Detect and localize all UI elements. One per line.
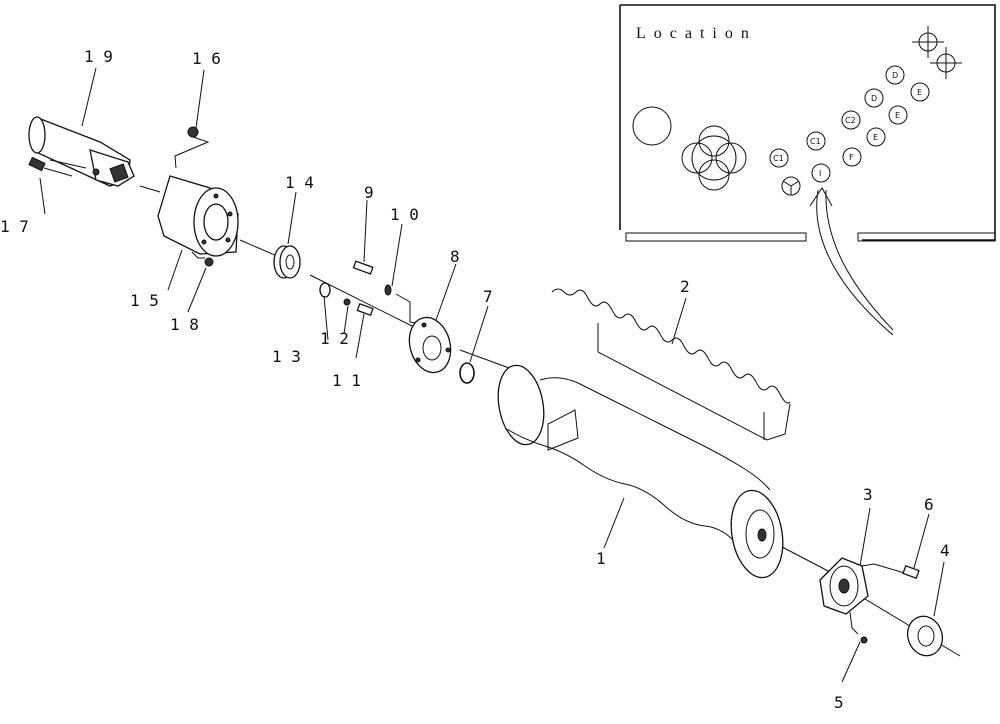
callout-2: 2	[680, 277, 690, 296]
callout-16: 1 6	[192, 49, 221, 68]
callout-leaders	[39, 67, 945, 683]
callout-5: 5	[834, 693, 844, 712]
callout-13: 1 3	[272, 347, 301, 366]
callout-17: 1 7	[0, 217, 29, 236]
location-marker-d2: D	[885, 65, 905, 85]
clover-shape	[681, 125, 747, 191]
svg-text:E: E	[895, 111, 900, 120]
location-title: Location	[636, 25, 757, 42]
location-marker-i: I	[811, 163, 831, 183]
location-marker-c1a: C1	[769, 148, 789, 168]
callout-8: 8	[450, 247, 460, 266]
part-10-washer	[384, 284, 423, 325]
part-7-ring	[459, 362, 475, 384]
callout-3: 3	[863, 485, 873, 504]
callout-14: 1 4	[285, 173, 314, 192]
part-11-screw	[356, 303, 374, 317]
callout-4: 4	[940, 541, 950, 560]
callout-18: 1 8	[170, 315, 199, 334]
location-arrow	[809, 187, 894, 336]
svg-text:D: D	[892, 71, 898, 80]
part-8-flange	[408, 316, 452, 374]
callout-1: 1	[596, 549, 606, 568]
big-circle-icon	[632, 106, 672, 146]
callout-12: 1 2	[320, 329, 349, 348]
part-1-drum	[497, 364, 784, 579]
callout-9: 9	[364, 183, 374, 202]
callout-7: 7	[483, 287, 493, 306]
part-4-bearing	[906, 615, 944, 657]
part-2-wavy-bar	[551, 288, 791, 441]
crosshair-circle-icon	[930, 47, 962, 79]
exploded-view	[28, 116, 961, 657]
location-marker-e3: E	[866, 127, 886, 147]
svg-text:D: D	[871, 94, 877, 103]
part-6-bolt	[902, 565, 920, 579]
crosshair-circle-icon	[912, 26, 944, 58]
location-marker-d1: D	[864, 88, 884, 108]
callout-11: 1 1	[332, 371, 361, 390]
part-12-nut	[343, 298, 351, 306]
location-marker-f: F	[842, 147, 862, 167]
callout-labels: 1 9 1 6 1 7 1 5 1 8 1 4 9 1 0 8 7 2 1 2 …	[0, 47, 950, 712]
svg-text:E: E	[917, 88, 922, 97]
location-inset: Location C1 C1 C2 D D	[619, 4, 996, 336]
part-17-bolt	[28, 156, 73, 177]
location-marker-e1: E	[888, 105, 908, 125]
location-marker-e2: E	[910, 82, 930, 102]
part-18-nut	[191, 251, 214, 267]
callout-10: 1 0	[390, 205, 419, 224]
location-marker-c1b: C1	[806, 131, 826, 151]
callout-15: 1 5	[130, 291, 159, 310]
svg-text:F: F	[849, 153, 854, 162]
part-19-motor	[28, 116, 135, 187]
part-5-fitting	[849, 611, 868, 644]
location-marker-c2: C2	[841, 110, 861, 130]
svg-text:E: E	[873, 133, 878, 142]
svg-text:I: I	[819, 169, 821, 178]
location-marker-y	[781, 176, 801, 196]
part-3-bearing-housing	[819, 557, 909, 615]
svg-text:C1: C1	[773, 154, 784, 163]
part-15-housing	[157, 175, 239, 257]
part-9-screw	[352, 260, 374, 275]
callout-6: 6	[924, 495, 934, 514]
part-13-washer	[319, 282, 331, 298]
svg-text:C2: C2	[845, 116, 856, 125]
part-14-sprocket	[273, 245, 301, 279]
svg-text:C1: C1	[810, 137, 821, 146]
callout-19: 1 9	[84, 47, 113, 66]
part-16-nut	[174, 126, 210, 169]
